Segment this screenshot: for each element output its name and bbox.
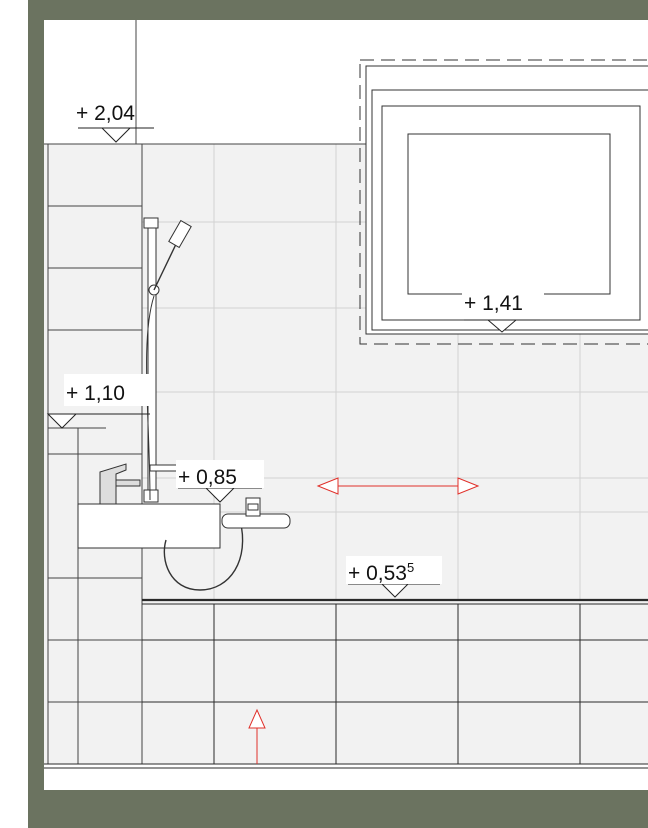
left-tile-column: [44, 20, 374, 764]
window: [359, 59, 648, 345]
label-side-wall: + 1,10: [66, 382, 125, 405]
bath-mixer: [163, 497, 291, 591]
label-backgrounds: [64, 286, 544, 584]
label-basin: + 0,85: [178, 466, 237, 489]
dimension-arrows: [248, 477, 480, 764]
wall-bottom: [28, 790, 648, 828]
label-window-sill: + 1,41: [464, 292, 523, 315]
shower-set: [143, 217, 192, 503]
floor-line: [44, 763, 648, 769]
label-bathtub-rim: + 0,535: [348, 560, 414, 585]
wall-left: [28, 0, 44, 828]
bathtub-panel: [142, 598, 648, 764]
elevation-markers: [46, 127, 540, 598]
wall-top: [28, 0, 648, 20]
label-ceiling: + 2,04: [76, 102, 135, 125]
wash-basin: [77, 463, 221, 549]
